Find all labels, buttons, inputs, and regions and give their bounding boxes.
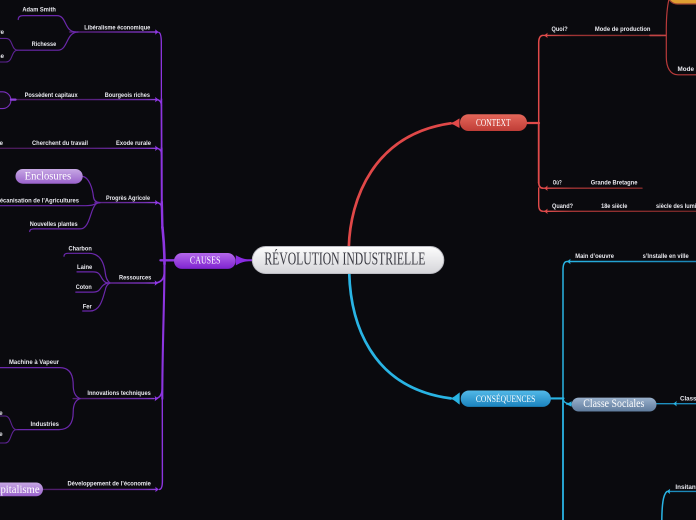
svg-text:18e siècle: 18e siècle bbox=[601, 203, 628, 210]
svg-text:Exode rurale: Exode rurale bbox=[116, 140, 151, 147]
svg-text:Possèdent capitaux: Possèdent capitaux bbox=[25, 92, 78, 99]
svg-text:Innovations techniques: Innovations techniques bbox=[87, 390, 151, 397]
svg-text:Libéralisme économique: Libéralisme économique bbox=[84, 25, 151, 32]
svg-text:Développement de l’économie: Développement de l’économie bbox=[68, 481, 152, 488]
svg-text:Mécanisation de l’Agricultures: Mécanisation de l’Agricultures bbox=[0, 198, 79, 205]
svg-text:Adam Smith: Adam Smith bbox=[22, 6, 56, 13]
svg-text:Mode de production: Mode de production bbox=[595, 26, 651, 33]
svg-text:Mode de: Mode de bbox=[678, 66, 696, 73]
svg-text:Quoi?: Quoi? bbox=[552, 26, 568, 33]
svg-text:RÉVOLUTION INDUSTRIELLE: RÉVOLUTION INDUSTRIELLE bbox=[264, 249, 425, 269]
svg-text:siècle des lumières: siècle des lumières bbox=[656, 203, 696, 210]
svg-text:Industries: Industries bbox=[31, 421, 60, 428]
svg-text:CONSÉQUENCES: CONSÉQUENCES bbox=[476, 393, 535, 405]
svg-text:s’Installe en ville: s’Installe en ville bbox=[643, 253, 690, 260]
svg-text:Charbon: Charbon bbox=[69, 246, 92, 253]
svg-text:Insitants: Insitants bbox=[675, 484, 696, 491]
svg-text:Cherchent du travail: Cherchent du travail bbox=[32, 140, 88, 147]
svg-text:Bourgeois riches: Bourgeois riches bbox=[105, 92, 151, 99]
svg-text:e: e bbox=[0, 140, 3, 147]
svg-text:ne: ne bbox=[0, 53, 4, 60]
svg-text:Capitalisme: Capitalisme bbox=[0, 483, 40, 496]
svg-text:Coton: Coton bbox=[76, 284, 92, 291]
svg-text:Laine: Laine bbox=[77, 264, 93, 271]
svg-text:Grande Bretagne: Grande Bretagne bbox=[591, 180, 638, 187]
svg-text:Richesse: Richesse bbox=[32, 41, 57, 48]
svg-text:re: re bbox=[0, 29, 4, 36]
svg-text:Fer: Fer bbox=[83, 304, 93, 311]
svg-text:Machine à Vapeur: Machine à Vapeur bbox=[9, 359, 60, 366]
svg-text:Nouvelles plantes: Nouvelles plantes bbox=[30, 221, 78, 228]
svg-text:Ressources: Ressources bbox=[119, 274, 152, 281]
svg-text:CAUSES: CAUSES bbox=[190, 254, 221, 266]
svg-text:Quand?: Quand? bbox=[552, 203, 573, 210]
svg-text:CONTEXT: CONTEXT bbox=[476, 117, 511, 129]
svg-text:Où?: Où? bbox=[553, 180, 562, 187]
svg-text:Classe Ouvrière: Classe Ouvrière bbox=[680, 396, 696, 403]
svg-text:Enclosures: Enclosures bbox=[25, 170, 72, 183]
svg-text:Main d’oeuvre: Main d’oeuvre bbox=[575, 253, 614, 260]
svg-text:Classe Sociales: Classe Sociales bbox=[583, 398, 644, 410]
svg-text:Progrès Agricole: Progrès Agricole bbox=[106, 195, 150, 202]
svg-text:e: e bbox=[0, 410, 3, 417]
svg-text:e: e bbox=[0, 431, 3, 438]
